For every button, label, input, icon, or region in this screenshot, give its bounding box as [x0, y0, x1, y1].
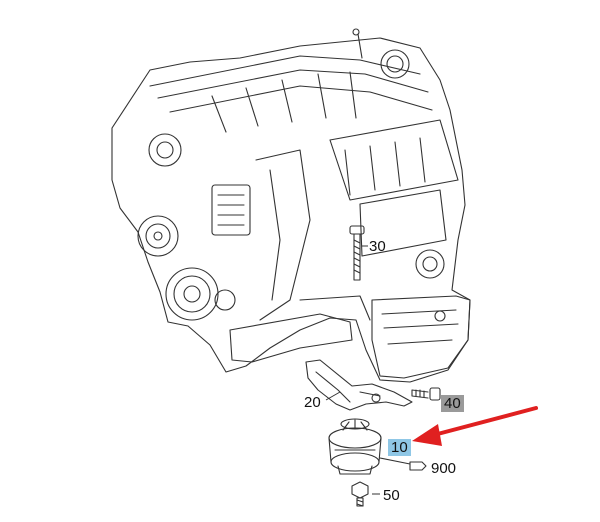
pulley-upper: [137, 215, 179, 257]
callout-20: 20: [304, 394, 321, 411]
bolt-30: [349, 225, 365, 281]
crank-pulley: [165, 267, 219, 321]
engine-bracket-20: [305, 359, 413, 411]
engine-outline: [111, 37, 471, 383]
callout-30: 30: [369, 238, 386, 255]
callout-40: 40: [441, 395, 464, 412]
engine-mount-10: [328, 418, 382, 475]
callout-10-selected: 10: [388, 439, 411, 456]
engine-drawing: [111, 28, 471, 383]
sensor-900: [409, 461, 427, 471]
callout-50: 50: [383, 487, 400, 504]
leader-lines: [325, 245, 380, 495]
oil-pan: [371, 295, 471, 379]
pointer-arrow: [412, 406, 538, 446]
parts-drawing: [305, 225, 441, 507]
bolt-40: [411, 387, 441, 401]
bolt-50: [351, 481, 369, 507]
callout-900: 900: [431, 460, 457, 477]
